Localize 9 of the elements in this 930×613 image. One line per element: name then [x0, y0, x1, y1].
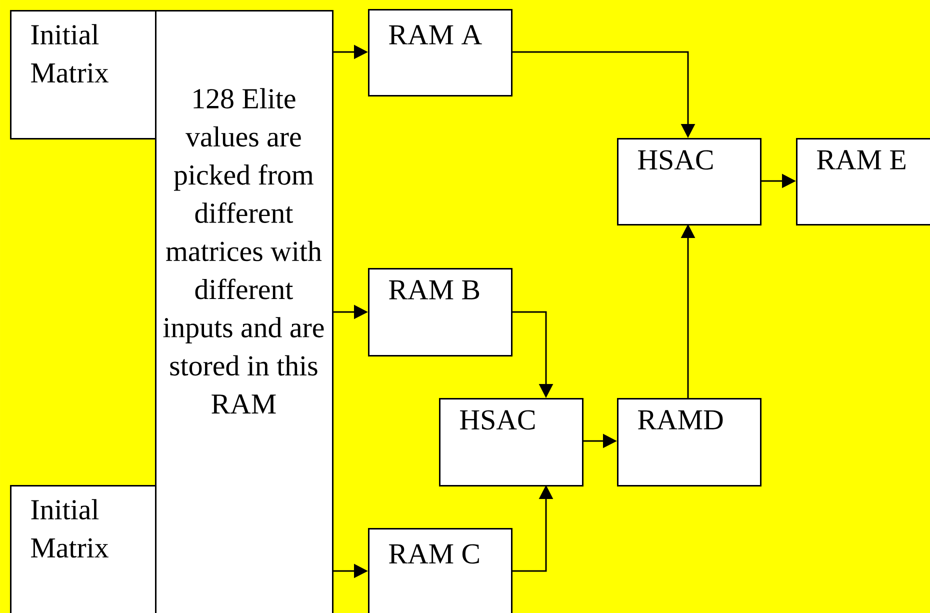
text-box: RAM C: [368, 528, 512, 613]
text-box: HSAC: [617, 138, 762, 226]
text-box: RAM B: [368, 268, 512, 356]
text-box: Initial Matrix: [10, 10, 156, 140]
text-box: HSAC: [439, 398, 584, 486]
text-box: Initial Matrix: [10, 484, 156, 613]
text-box: RAM E: [796, 138, 930, 226]
text-box: RAM A: [368, 9, 512, 96]
text-box: RAMD: [617, 398, 762, 486]
